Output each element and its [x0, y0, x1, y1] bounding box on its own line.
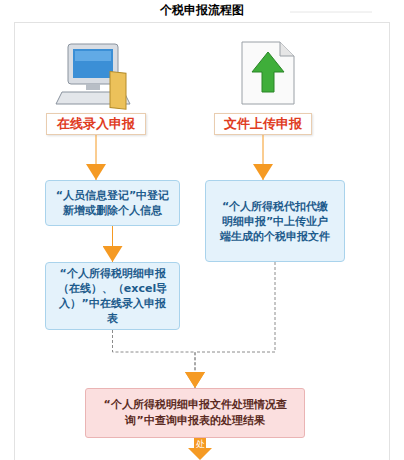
flow-arrow — [263, 135, 264, 180]
process-box: “个人所得税代扣代缴 明细申报”中上传业户 端生成的个税申报文件 — [205, 180, 345, 262]
screen-glare — [75, 51, 111, 61]
flow-arrow — [96, 135, 97, 180]
outgoing-arrow — [188, 438, 212, 460]
document-fold — [280, 42, 294, 56]
flow-arrow — [112, 226, 113, 262]
node-text: 在线录入申报 — [47, 115, 145, 133]
document — [242, 42, 294, 104]
node-text: 文件上传申报 — [215, 115, 311, 133]
process-box: “个人所得税明细申报 （在线）、（excel导 入）”中在线录入申报表 — [45, 262, 180, 330]
screen — [73, 49, 113, 78]
node-text: “个人所得税明细申报文件处理情况查 询”中查询申报表的处理结果 — [100, 397, 290, 429]
result-box: “个人所得税明细申报文件处理情况查 询”中查询申报表的处理结果 — [85, 388, 305, 438]
node-text: “个人所得税代扣代缴 明细申报”中上传业户 端生成的个税申报文件 — [215, 199, 335, 244]
upload-icon — [242, 42, 294, 104]
process-box: “人员信息登记”中登记 新增或删除个人信息 — [45, 180, 180, 226]
computer-icon — [56, 44, 130, 109]
tower — [110, 72, 126, 110]
node-text: “个人所得税明细申报 （在线）、（excel导 入）”中在线录入申报表 — [55, 266, 170, 326]
arrow-caption: 处 — [190, 439, 210, 449]
top-rule — [290, 12, 372, 13]
frame — [15, 23, 390, 460]
dashed-connector — [113, 330, 196, 388]
diagram-title: 个税申报流程图 — [0, 2, 404, 19]
upload-arrow — [252, 52, 284, 92]
method-heading-box: 文件上传申报 — [214, 113, 312, 135]
method-heading-box: 在线录入申报 — [46, 113, 146, 135]
dashed-connector — [195, 262, 275, 388]
monitor-stand — [86, 84, 100, 90]
node-text: “人员信息登记”中登记 新增或删除个人信息 — [55, 188, 170, 218]
